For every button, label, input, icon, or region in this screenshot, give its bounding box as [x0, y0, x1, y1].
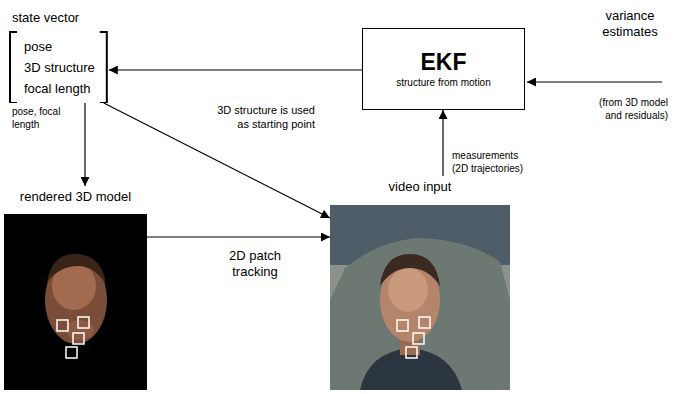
edge-label: pose, focal length: [12, 106, 72, 131]
flow-arrow: [84, 103, 85, 186]
annotation-label: variance estimates: [592, 8, 668, 41]
node-heading: EKF: [421, 49, 467, 77]
image-panel: video input: [330, 176, 510, 390]
state-item: focal length: [24, 78, 95, 99]
input-arrow: [527, 81, 662, 82]
node-subtitle: structure from motion: [396, 77, 490, 89]
process-box: EKFstructure from motion: [362, 28, 525, 110]
edge-label: measurements: [452, 150, 518, 163]
state-vector-bracket: state vector pose3D structurefocal length: [8, 10, 109, 103]
video-frame-image: [330, 205, 510, 390]
node-heading: state vector: [12, 10, 109, 26]
state-item: 3D structure: [24, 57, 95, 78]
edge-label: 2D patch tracking: [220, 248, 290, 281]
edge-label: 3D structure is used as starting point: [205, 104, 315, 132]
flow-arrow: [104, 103, 330, 218]
annotation-label: (from 3D model and residuals): [584, 97, 668, 122]
bracket-list: pose3D structurefocal length: [8, 32, 109, 103]
image-panel: rendered 3D model: [4, 186, 147, 390]
flow-arrow: [442, 110, 443, 176]
bracket-line: [10, 32, 107, 103]
annotation-label: (2D trajectories): [452, 163, 523, 176]
state-item: pose: [24, 36, 95, 57]
flow-arrow: [109, 69, 362, 70]
node-heading: rendered 3D model: [20, 189, 131, 205]
node-heading: video input: [389, 179, 452, 195]
rendered-face-image: [4, 214, 147, 390]
flow-arrow: [147, 236, 330, 237]
